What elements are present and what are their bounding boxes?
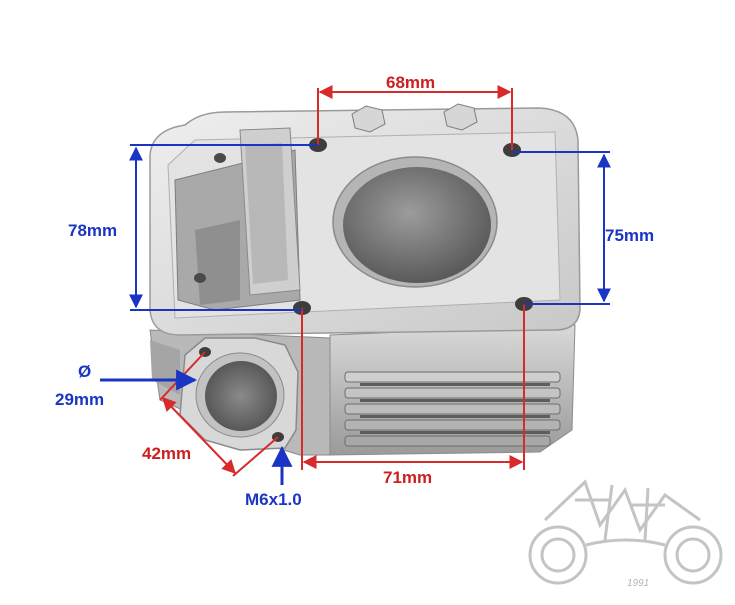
port-flange-label: 42mm bbox=[142, 444, 192, 463]
cylinder-body bbox=[149, 103, 581, 456]
hex-nuts bbox=[351, 103, 478, 133]
right-height-label: 75mm bbox=[605, 226, 655, 245]
cooling-fins bbox=[344, 371, 561, 447]
port-diameter-label: 29mm bbox=[55, 390, 105, 409]
thread-label: M6x1.0 bbox=[245, 490, 302, 509]
top-width-label: 68mm bbox=[386, 73, 436, 92]
port-diameter-symbol: Ø bbox=[78, 362, 92, 381]
watermark-year: 1991 bbox=[627, 578, 650, 589]
motorcycle-logo-icon bbox=[528, 479, 723, 585]
blue-dimensions bbox=[100, 144, 611, 485]
left-height-label: 78mm bbox=[68, 221, 118, 240]
bottom-width-label: 71mm bbox=[383, 468, 433, 487]
